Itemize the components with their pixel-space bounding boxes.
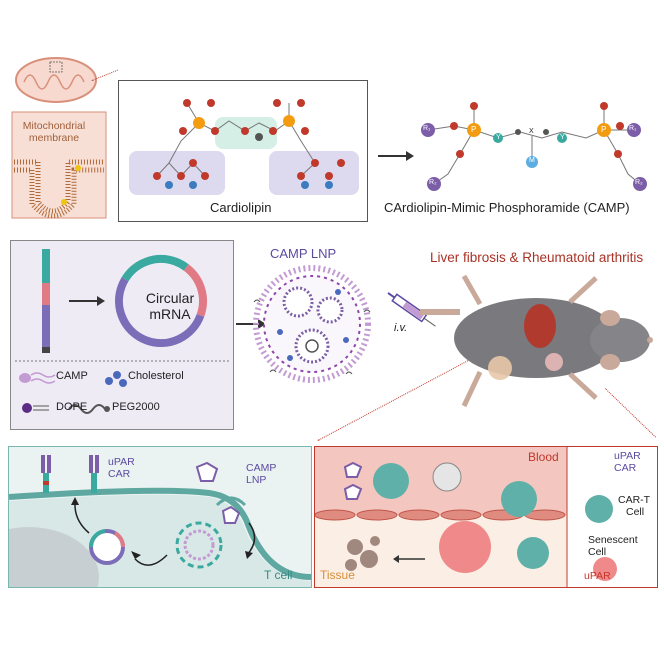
camp-p-left: P — [471, 125, 477, 134]
arrow-right-icon — [378, 148, 414, 166]
camp-lnp-label-1: CAMP — [246, 462, 277, 474]
route-label: i.v. — [394, 322, 408, 334]
camp-r1-right: R₁ — [629, 125, 637, 132]
cardiolipin-caption: Cardiolipin — [210, 200, 272, 215]
blood-label: Blood — [528, 450, 559, 464]
camp-structure — [414, 92, 660, 196]
legend-dope: DOPE — [56, 401, 88, 413]
legend-cholesterol: Cholesterol — [128, 370, 184, 382]
blood-tissue-panel — [314, 446, 658, 588]
t-cell-label: T cell — [264, 568, 293, 582]
camp-r2-right: R₂ — [635, 179, 643, 186]
mitochondrial-membrane-label: Mitochondrial membrane — [22, 120, 86, 144]
camp-r2-left: R₂ — [429, 179, 437, 186]
legend-cart-1: CAR-T — [618, 494, 651, 506]
mitochondrion-illustration — [8, 52, 118, 222]
camp-lnp-particle — [250, 262, 374, 386]
disease-title: Liver fibrosis & Rheumatoid arthritis — [430, 250, 644, 265]
circular-mrna-label-1: Circular — [145, 290, 195, 306]
camp-p-right: P — [601, 125, 607, 134]
formulation-box — [10, 240, 234, 430]
camp-caption: CArdiolipin-Mimic Phosphoramide (CAMP) — [384, 200, 630, 215]
mouse-illustration — [420, 268, 660, 418]
legend-camp: CAMP — [56, 370, 88, 382]
tissue-label: Tissue — [320, 568, 355, 582]
lnp-title: CAMP LNP — [270, 246, 337, 261]
legend-cart-2: Cell — [626, 506, 645, 518]
camp-lnp-label-2: LNP — [246, 474, 267, 486]
syringe-icon — [382, 286, 442, 341]
camp-y-right: Y — [560, 134, 565, 141]
legend-upar-car-2: CAR — [614, 462, 637, 474]
legend-upar-car-1: uPAR — [614, 450, 641, 462]
upar-car-label-1: uPAR — [108, 456, 135, 468]
t-cell-panel — [8, 446, 312, 588]
camp-x: X — [529, 128, 534, 135]
upar-car-label-2: CAR — [108, 468, 131, 480]
legend-peg: PEG2000 — [112, 401, 160, 413]
circular-mrna-label-2: mRNA — [149, 306, 191, 322]
cardiolipin-box — [118, 80, 368, 222]
legend-senescent-1: Senescent — [588, 534, 638, 546]
legend-upar: uPAR — [584, 570, 611, 582]
camp-r1-left: R₁ — [423, 125, 431, 132]
camp-y-left: Y — [496, 134, 501, 141]
legend-senescent-2: Cell — [588, 546, 607, 558]
camp-m: M — [529, 157, 535, 164]
